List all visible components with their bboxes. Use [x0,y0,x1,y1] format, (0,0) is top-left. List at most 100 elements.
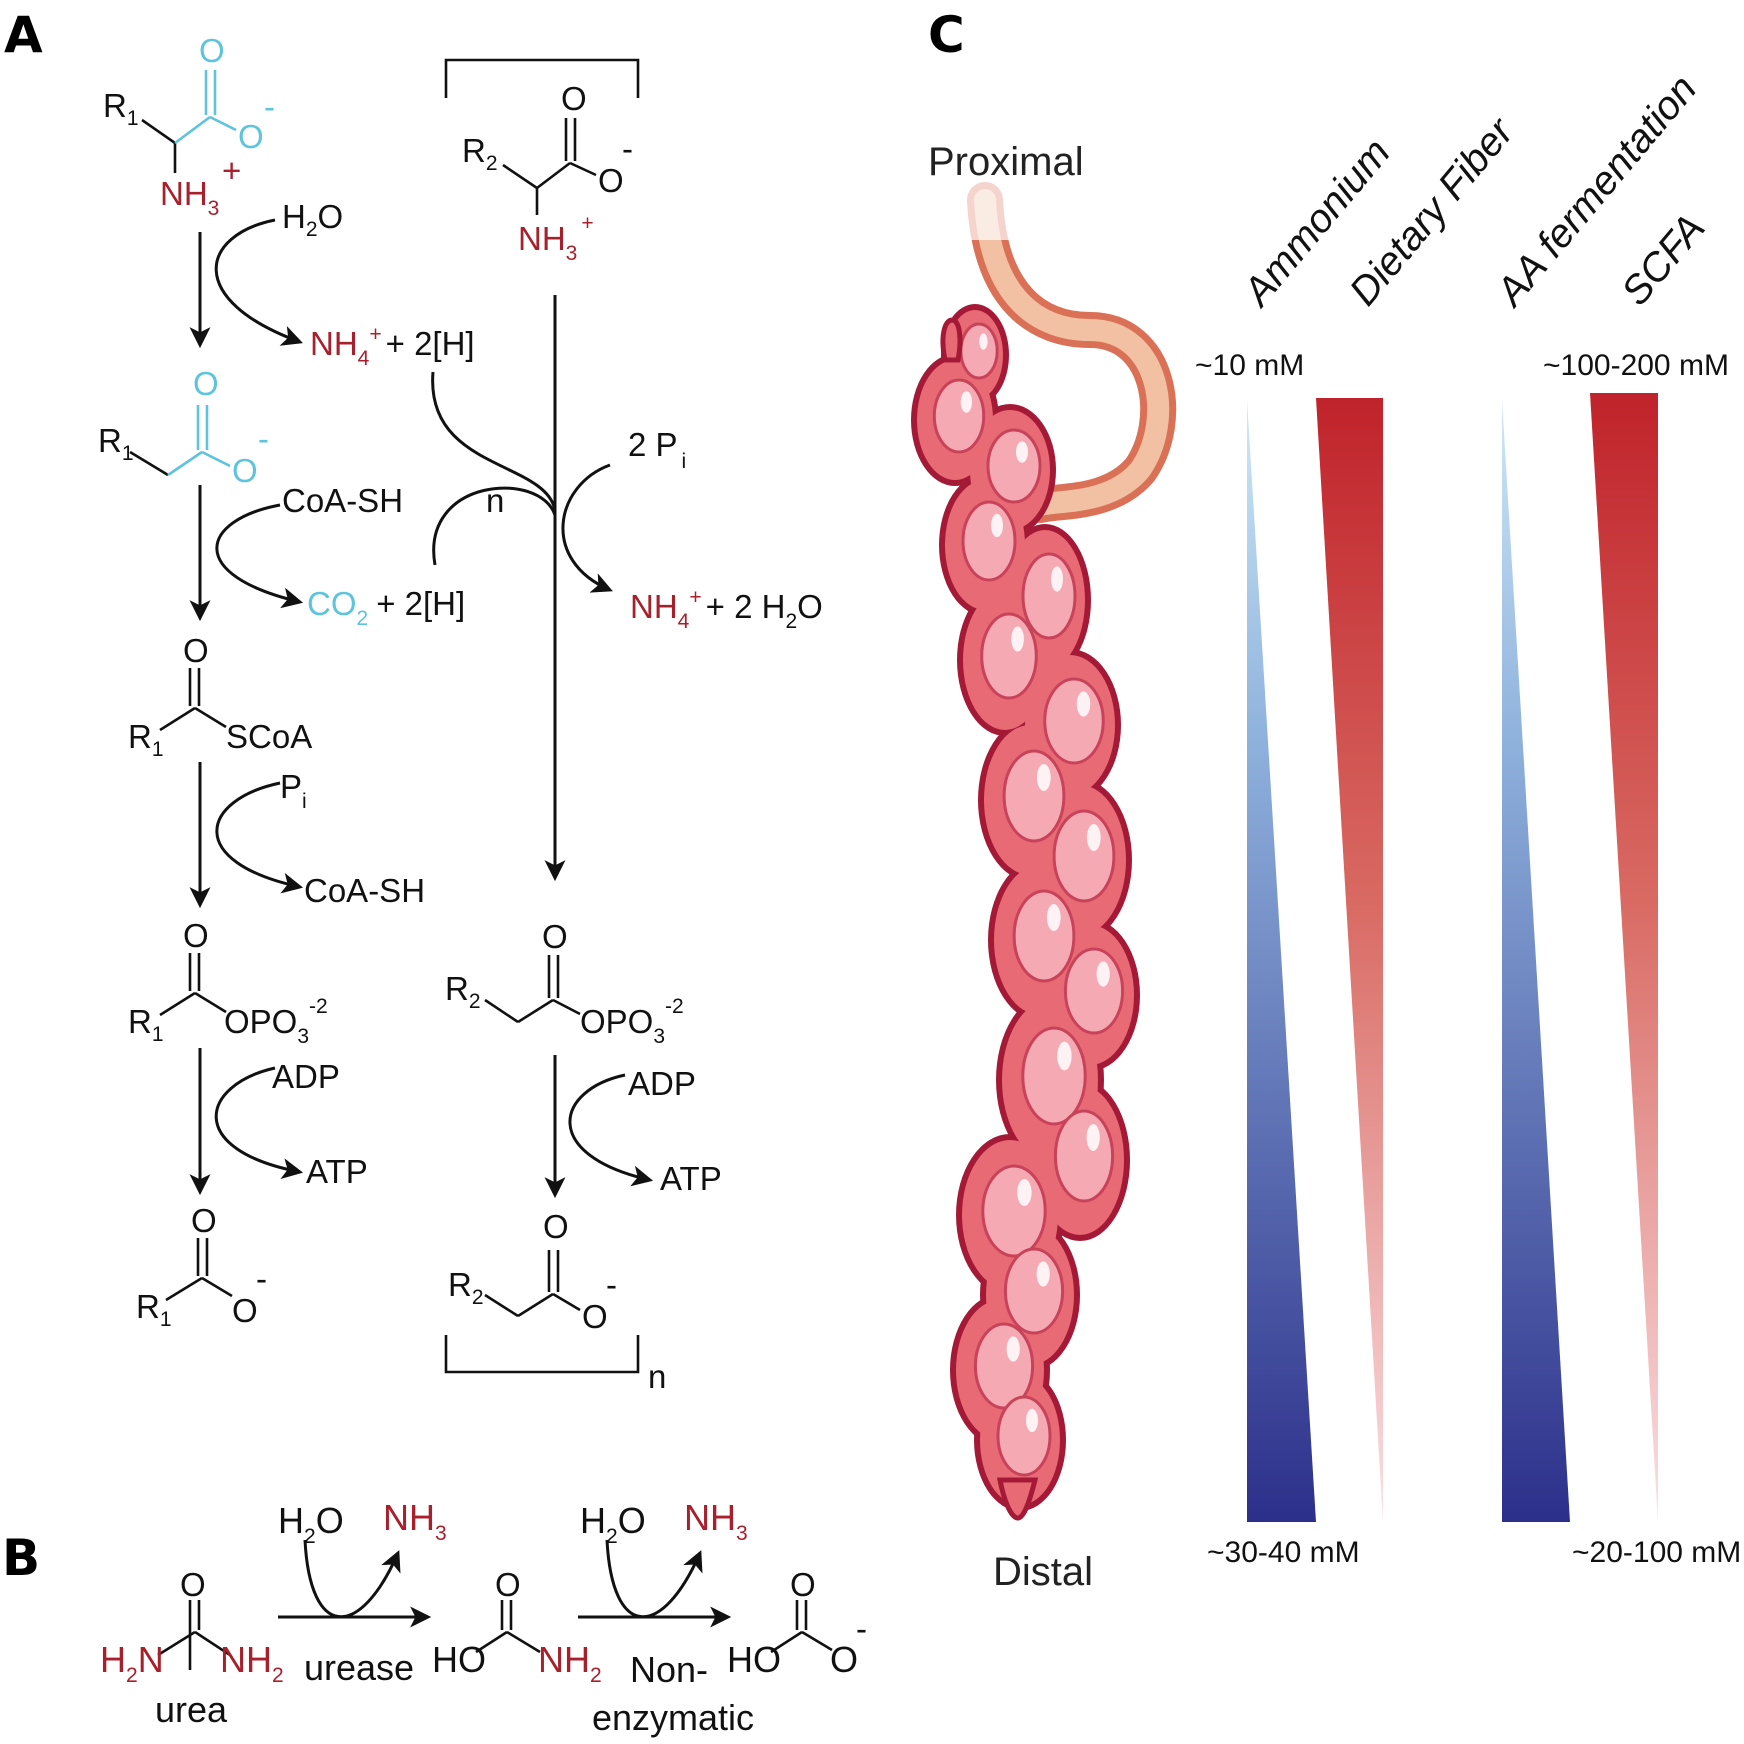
opo-charge: -2 [309,995,328,1018]
carbamate-oxygen: O [495,1566,521,1603]
acylp-oxygen: O [183,917,209,954]
r2p-opo-subscript: 3 [653,1025,665,1048]
carboxylate-charge: - [264,88,275,125]
svg-text:Pi: Pi [280,768,307,813]
keto-r1-subscript: 1 [122,442,134,465]
amine-subscript: 3 [208,197,220,220]
svg-text:NH4++ 2[H]: NH4++ 2[H] [310,323,475,370]
svg-text:H2O: H2O [282,198,343,241]
keto-r1: R [98,422,122,459]
arrow-side-coa-co2 [215,503,304,609]
wedge-ammonium [1247,400,1316,1522]
svg-text:NH4++ 2 H2O: NH4++ 2 H2O [630,586,823,633]
svg-text:CO2+ 2[H]: CO2+ 2[H] [307,585,465,630]
svg-text:R2: R2 [448,1266,484,1309]
wedge-scfa [1590,393,1658,1522]
two-pi-label: 2 P [628,426,678,463]
arrow-side-water-ammonium [214,218,303,346]
water-h: H [282,198,306,235]
r2-carboxylate-oxygen: O [598,162,624,199]
arrow-side-pi-coa [215,781,304,894]
product-oxygen-bottom: O [232,1292,258,1329]
svg-text:NH2: NH2 [538,1639,602,1687]
opo-label: OPO [224,1003,297,1040]
r2p-oxygen: O [542,918,568,955]
arrow-side-pi-ammonium [561,463,613,593]
r2-subscript: 2 [486,152,498,175]
ammonium-charge: + [369,323,381,346]
r2p-opo: OPO [580,1003,653,1040]
curve-reducing-equivalents [431,371,557,511]
coa-sh-output: CoA-SH [304,872,425,909]
bicarbonate-oxygen: O [830,1639,858,1680]
distal-label: Distal [993,1550,1093,1594]
label-scfa: SCFA [1613,206,1713,314]
colon-illustration [911,304,1140,1521]
water-right-o: O [797,588,823,625]
product-r1-subscript: 1 [160,1308,172,1331]
urease-water-o: O [316,1500,344,1541]
ammonium-top-concentration: ~10 mM [1195,349,1304,382]
urease-ammonia-subscript: 3 [435,1522,447,1545]
ammonium-plus-2h: + 2[H] [386,325,475,362]
wedge-aa-fermentation [1502,400,1570,1522]
carbamate-nh2: NH [538,1639,590,1680]
urease-label: urease [304,1647,414,1688]
r2p-subscript: 2 [469,990,481,1013]
panel-label-c: C [928,6,965,64]
water-right-subscript: 2 [785,610,797,633]
arrow-urease-water-ammonia [303,1539,401,1619]
non-label: Non- [630,1649,708,1690]
proximal-label: Proximal [928,140,1084,184]
urea-nh2: NH [220,1639,272,1680]
ammonium-right-subscript: 4 [678,610,690,633]
r2-amine-nh: NH [518,220,566,257]
molecule-amino-acid-r2: O R2 O - NH3+ [462,80,633,265]
acyl-oxygen: O [183,632,209,669]
nonenz-ammonia-subscript: 3 [736,1522,748,1545]
scfa-bottom-concentration: ~20-100 mM [1572,1536,1741,1569]
nonenz-water-h: H [580,1500,606,1541]
acylp-r1: R [128,1003,152,1040]
two-pi-subscript: i [682,450,687,473]
acyl-r1: R [128,718,152,755]
molecule-amino-acid-r1: R1 O O - NH3 + [103,32,275,220]
curve-recycle-n [432,486,557,566]
co2-label: CO [307,585,357,622]
bicarbonate-ho: HO [727,1639,781,1680]
urea-h2n-n: N [138,1639,164,1680]
bracket-n-label: n [648,1358,666,1395]
small-intestine-tube [960,180,1177,523]
arrow-side-adp-atp-right [568,1073,654,1187]
ammonium-right-plus: + 2 [706,588,762,625]
urea-nh2-subscript: 2 [272,1664,284,1687]
carbonyl-oxygen: O [199,32,225,69]
molecule-acyl-phosphate: O R1 OPO3-2 [128,917,328,1048]
panel-label-b: B [2,1529,40,1587]
svg-text:NH3: NH3 [160,175,219,220]
acylp-r1-subscript: 1 [152,1023,164,1046]
urea-oxygen: O [180,1566,206,1603]
r2c-r2: R [448,1266,472,1303]
svg-text:H2N: H2N [100,1639,164,1687]
panel-a-pathway: R1 O O - NH3 + H2O NH4++ 2[H] R1 O O - C… [98,32,823,1395]
amine-nh: NH [160,175,208,212]
adp-right: ADP [628,1065,696,1102]
svg-text:R2: R2 [462,132,498,175]
urea-h2n-h: H [100,1639,126,1680]
svg-text:R1: R1 [128,718,164,761]
svg-text:OPO3-2: OPO3-2 [580,995,684,1048]
svg-text:H2O: H2O [580,1500,646,1548]
arrow-side-adp-atp-left [214,1066,304,1179]
urease-water-h: H [278,1500,304,1541]
ammonium-right-nh: NH [630,588,678,625]
co2-plus-2h: + 2[H] [376,585,465,622]
pi-p: P [280,768,302,805]
carbamate-nh2-subscript: 2 [590,1664,602,1687]
urease-ammonia-nh: NH [383,1497,435,1538]
r2p-r2: R [445,970,469,1007]
bicarbonate-charge: - [856,1610,867,1647]
product-charge: - [256,1260,267,1297]
nonenz-water-o: O [618,1500,646,1541]
